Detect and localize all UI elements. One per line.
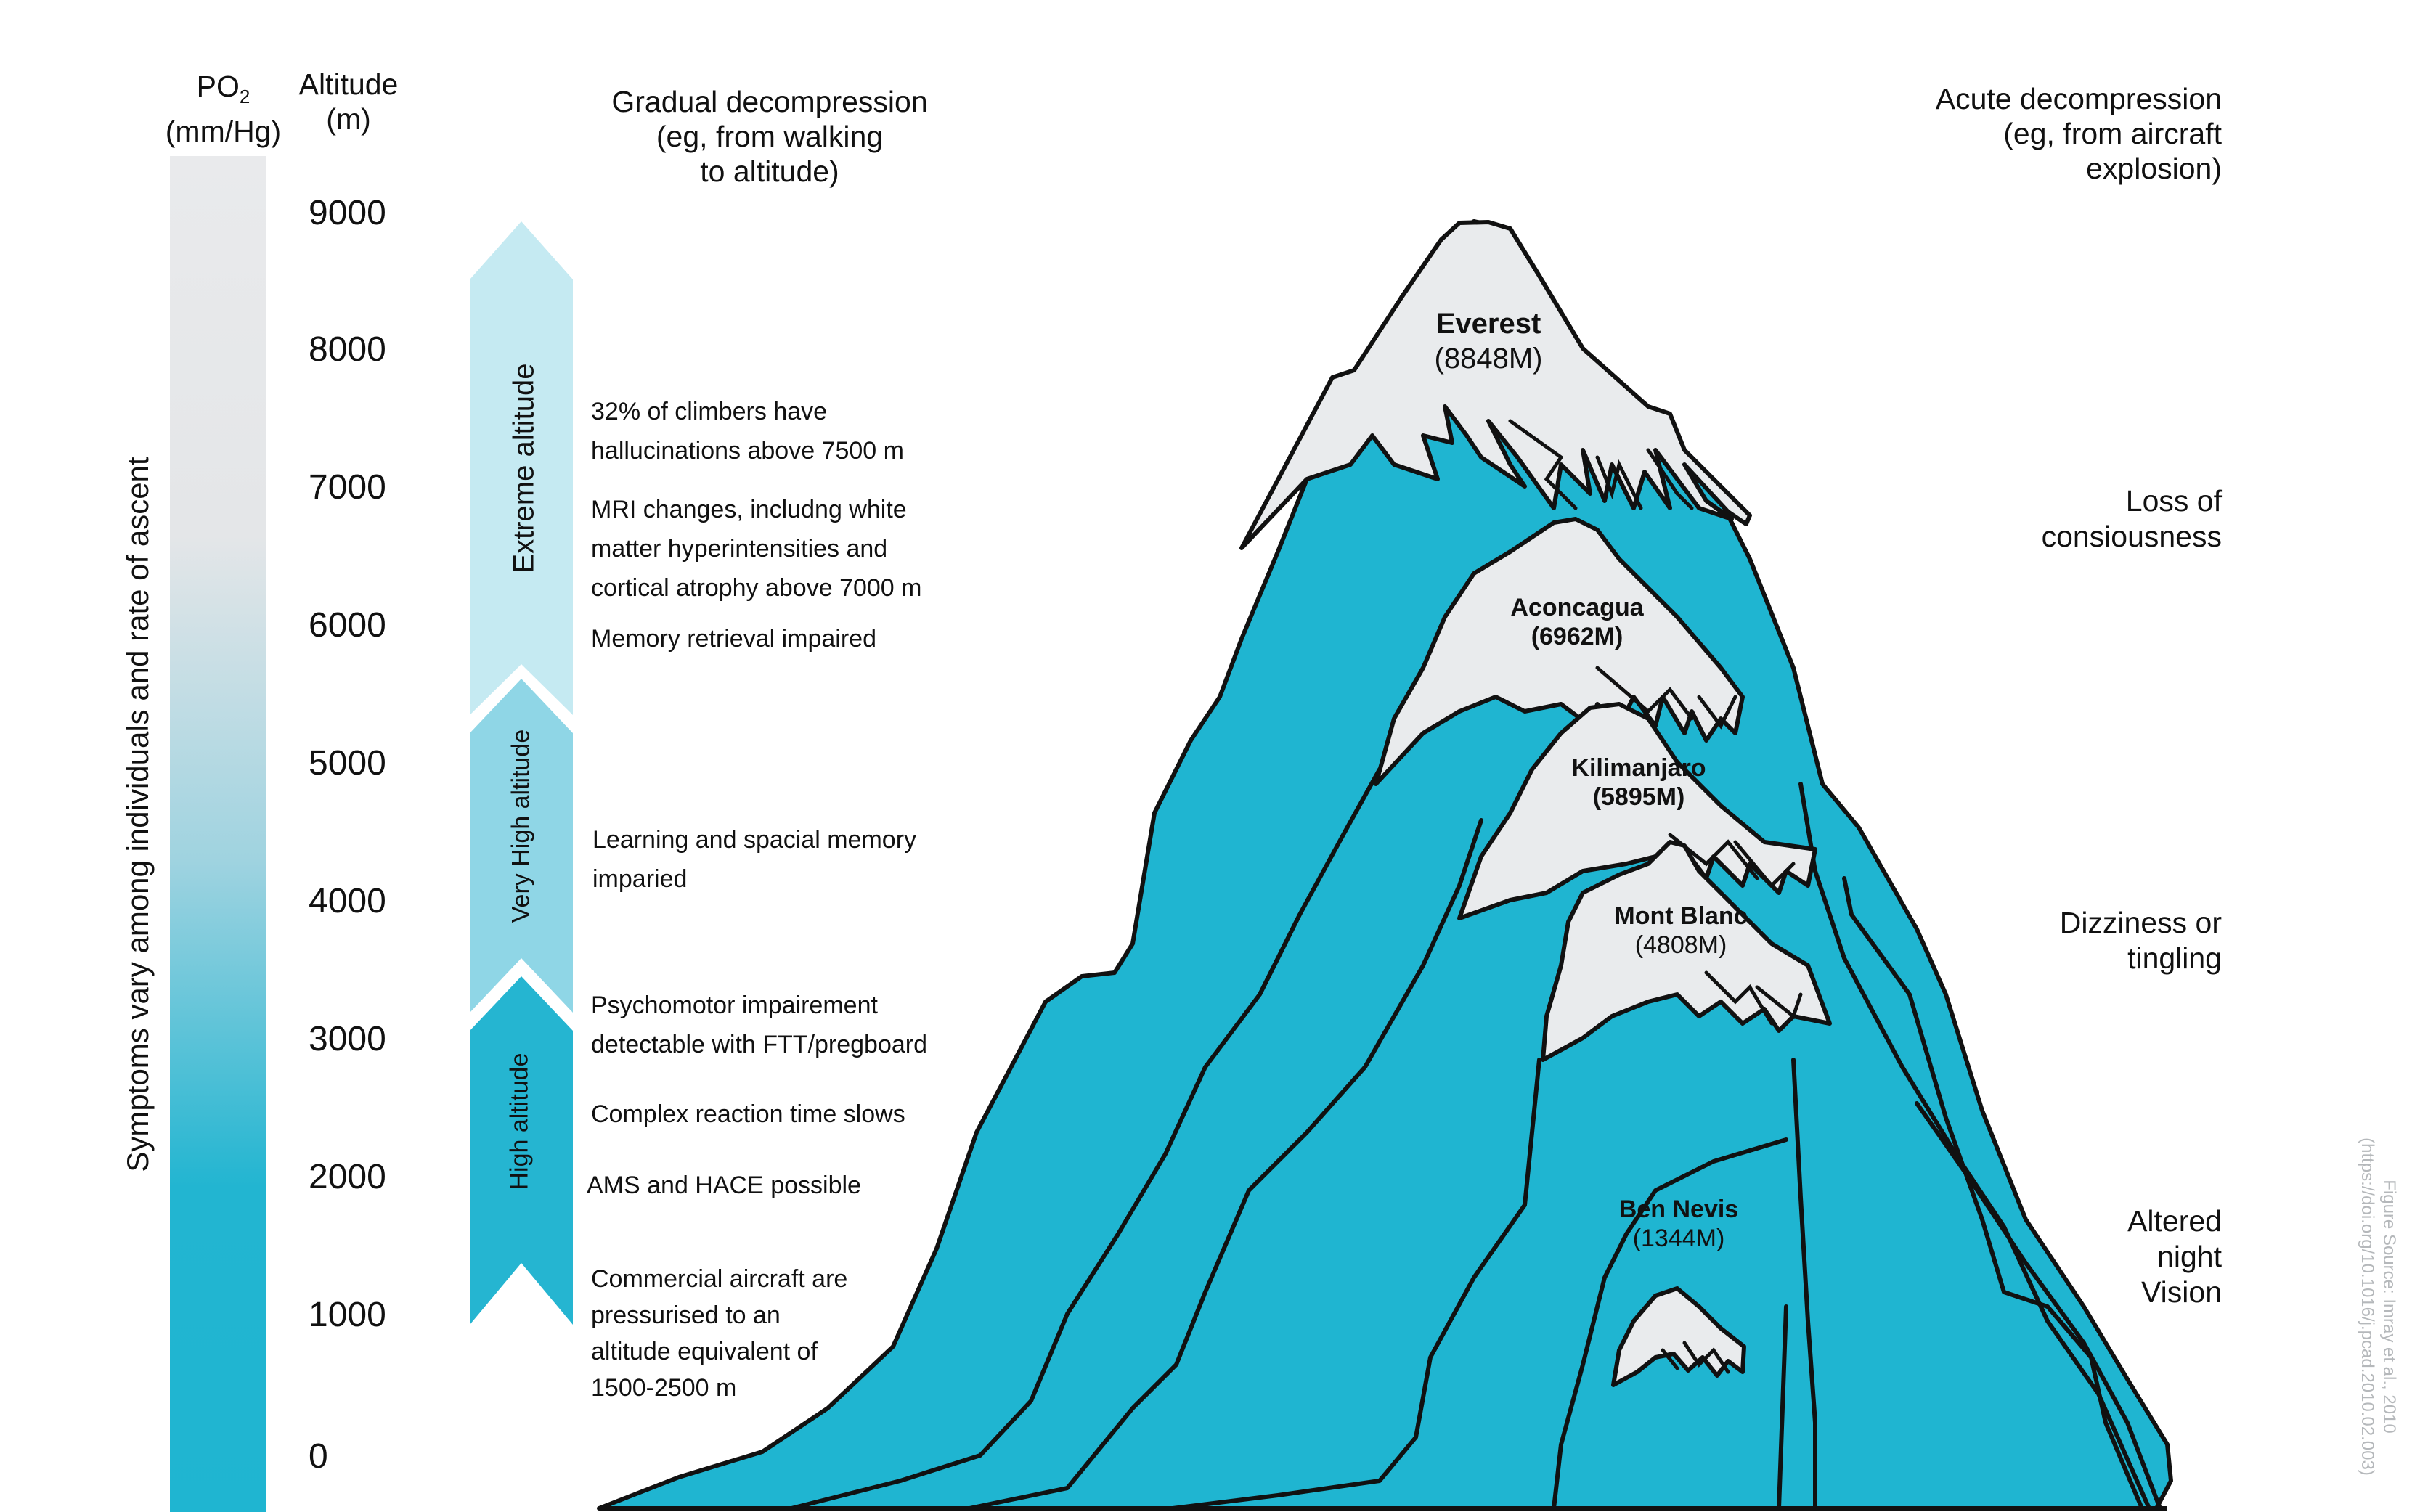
altitude-unit: (m): [326, 102, 371, 136]
zone-arrow-very-high: [470, 679, 573, 1013]
note-learning-memory: Learning and spacial memory imparied: [592, 826, 917, 893]
altitude-tick: 9000: [309, 194, 386, 232]
note-psychomotor: Psychomotor impairement detectable with …: [591, 992, 928, 1058]
note-commercial-aircraft: Commercial aircraft are pressurised to a…: [591, 1265, 848, 1402]
snow-cap-everest: [1239, 220, 1752, 550]
altitude-tick: 0: [309, 1437, 328, 1476]
note-reaction-time: Complex reaction time slows: [591, 1100, 905, 1128]
altitude-tick: 5000: [309, 744, 386, 782]
gradual-decompression-header: Gradual decompression (eg, from walking …: [611, 85, 928, 188]
snow-cap-kilimanjaro: [1457, 702, 1817, 920]
mountain-label-everest: Everest (8848M): [1434, 308, 1543, 375]
zone-label-very-high: Very High altitude: [507, 729, 535, 923]
figure-source: Figure Source: Imray et al., 2010 (https…: [2358, 1137, 2399, 1476]
zone-arrow-high: [470, 976, 573, 1325]
altitude-tick: 4000: [309, 882, 386, 920]
symptom-dizziness: Dizziness or tingling: [2059, 906, 2222, 975]
snow-cap-mont-blanc: [1541, 840, 1832, 1062]
snow-caps: [1239, 220, 1832, 1387]
mountain-label-ben-nevis: Ben Nevis (1344M): [1618, 1196, 1739, 1252]
altitude-tick: 2000: [309, 1158, 386, 1196]
note-hallucinations: 32% of climbers have hallucinations abov…: [591, 398, 904, 465]
zone-label-high: High altitude: [505, 1053, 534, 1190]
crevasse-marks: [1508, 419, 1803, 1374]
altitude-header: Altitude (m): [283, 67, 414, 136]
altitude-label: Altitude: [298, 68, 399, 101]
mountain-ridges: [789, 767, 2162, 1511]
note-ams-hace: AMS and HACE possible: [587, 1172, 861, 1199]
mountain-label-aconcagua: Aconcagua (6962M): [1510, 594, 1644, 650]
altitude-tick: 1000: [309, 1296, 386, 1334]
po2-unit: (mm/Hg): [165, 115, 282, 149]
mountain-label-kilimanjaro: Kilimanjaro (5895M): [1571, 754, 1706, 811]
snow-cap-aconcagua: [1374, 517, 1745, 786]
altitude-tick: 7000: [309, 468, 386, 507]
po2-gradient-bar: [170, 156, 266, 1512]
note-mri-changes: MRI changes, includng white matter hyper…: [591, 496, 922, 602]
symptom-altered-night-vision: Altered night Vision: [2127, 1204, 2222, 1309]
zone-arrow-extreme: [470, 221, 573, 715]
po2-header: PO2 (mm/Hg): [160, 69, 287, 149]
altitude-tick: 3000: [309, 1020, 386, 1058]
note-memory-retrieval: Memory retrieval impaired: [591, 625, 876, 653]
mountain-label-mont-blanc: Mont Blanc (4808M): [1614, 902, 1748, 959]
po2-label: PO: [196, 70, 240, 103]
zone-label-extreme: Extreme altitude: [508, 363, 540, 573]
acute-decompression-header: Acute decompression (eg, from aircraft e…: [1935, 82, 2222, 185]
po2-subscript: 2: [239, 86, 250, 108]
symptom-loss-of-consciousness: Loss of consiousness: [2041, 484, 2222, 553]
altitude-tick: 6000: [309, 606, 386, 645]
altitude-tick: 8000: [309, 330, 386, 369]
side-label: Symptoms vary among individuals and rate…: [121, 457, 155, 1172]
